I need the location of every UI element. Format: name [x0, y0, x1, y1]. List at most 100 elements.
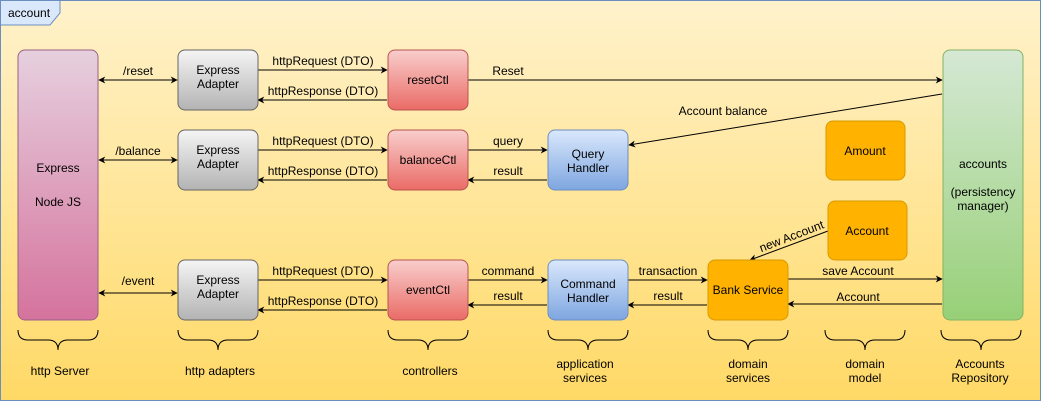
- label-line: [56, 178, 59, 192]
- edge-label-service-result: result: [653, 289, 683, 303]
- edge-label-balance-response: httpResponse (DTO): [268, 164, 379, 178]
- label-line: eventCtl: [406, 283, 450, 297]
- node-account-label: Account: [845, 224, 889, 238]
- frame-title: account: [8, 6, 51, 20]
- bracket-application-services: [547, 329, 629, 351]
- label-line: Adapter: [197, 287, 239, 301]
- edge-new-account: [749, 230, 829, 262]
- label-line: domain: [845, 357, 884, 371]
- node-express-label: Express Node JS: [35, 161, 81, 209]
- bracket-accounts-repository: [940, 329, 1022, 351]
- edge-label-query: query: [493, 134, 523, 148]
- label-line: domain: [728, 357, 767, 371]
- label-line: accounts: [959, 157, 1007, 171]
- edge-label-event-request: httpRequest (DTO): [272, 264, 373, 278]
- node-balance-ctl: balanceCtl: [387, 129, 469, 191]
- layer-label-http-adapters: http adapters: [185, 364, 255, 378]
- label-line: resetCtl: [407, 73, 448, 87]
- label-line: Account: [845, 224, 889, 238]
- label-line: Adapter: [197, 157, 239, 171]
- label-line: Express: [36, 161, 79, 175]
- label-line: Amount: [844, 144, 886, 158]
- label-line: http Server: [31, 364, 90, 378]
- label-line: Query: [572, 147, 605, 161]
- label-line: (persistency: [951, 185, 1016, 199]
- edge-labels: /reset /balance /event httpRequest (DTO)…: [115, 54, 894, 308]
- edge-label-reset-request: httpRequest (DTO): [272, 54, 373, 68]
- label-line: http adapters: [185, 364, 255, 378]
- layer-labels: http Server http adapters controllers ap…: [31, 357, 1009, 385]
- label-line: services: [726, 371, 770, 385]
- edge-label-reset-call: Reset: [492, 64, 524, 78]
- label-line: Repository: [951, 371, 1008, 385]
- node-express: Express Node JS: [17, 49, 99, 321]
- edge-label-account-return: Account: [836, 290, 880, 304]
- label-line: Express: [196, 63, 239, 77]
- node-account: Account: [827, 200, 908, 261]
- edge-label-save-account: save Account: [822, 264, 894, 278]
- label-line: Adapter: [197, 77, 239, 91]
- bracket-domain-model: [824, 329, 906, 351]
- edge-account-balance: [628, 93, 943, 148]
- node-bank-service: Bank Service: [707, 259, 789, 321]
- node-reset-ctl: resetCtl: [387, 49, 469, 111]
- bracket-http-server: [17, 329, 99, 351]
- node-event-ctl: eventCtl: [387, 259, 469, 321]
- label-line: model: [849, 371, 882, 385]
- edges: [98, 66, 943, 314]
- edge-label-command-result: result: [493, 289, 523, 303]
- label-line: Handler: [567, 161, 609, 175]
- node-event-ctl-label: eventCtl: [406, 283, 450, 297]
- bracket-controllers: [387, 329, 469, 351]
- edge-label-balance-route: /balance: [115, 144, 161, 158]
- label-line: Express: [196, 143, 239, 157]
- node-balance-ctl-label: balanceCtl: [400, 153, 457, 167]
- label-line: Accounts: [955, 357, 1004, 371]
- label-line: controllers: [402, 364, 457, 378]
- node-amount-label: Amount: [844, 144, 886, 158]
- edge-label-command: command: [482, 264, 535, 278]
- layer-label-http-server: http Server: [31, 364, 90, 378]
- label-line: application: [556, 357, 613, 371]
- label-line: Handler: [567, 291, 609, 305]
- edge-label-balance-request: httpRequest (DTO): [272, 134, 373, 148]
- edge-label-transaction: transaction: [639, 264, 698, 278]
- label-line: services: [563, 371, 607, 385]
- bracket-domain-services: [707, 329, 789, 351]
- bracket-http-adapters: [177, 329, 259, 351]
- edge-label-account-balance: Account balance: [679, 104, 768, 118]
- label-line: Bank Service: [713, 283, 784, 297]
- node-bank-service-label: Bank Service: [713, 283, 784, 297]
- label-line: Command: [560, 277, 615, 291]
- layer-brackets: [17, 329, 1022, 351]
- edge-label-event-response: httpResponse (DTO): [268, 294, 379, 308]
- frame-title-tab: [0, 0, 61, 26]
- edge-label-reset-route: /reset: [123, 64, 154, 78]
- edge-label-query-result: result: [493, 164, 523, 178]
- label-line: Node JS: [35, 195, 81, 209]
- label-line: balanceCtl: [400, 153, 457, 167]
- label-line: [981, 171, 984, 185]
- layer-label-controllers: controllers: [402, 364, 457, 378]
- label-line: Express: [196, 273, 239, 287]
- label-line: manager): [957, 199, 1008, 213]
- edge-label-event-route: /event: [122, 274, 155, 288]
